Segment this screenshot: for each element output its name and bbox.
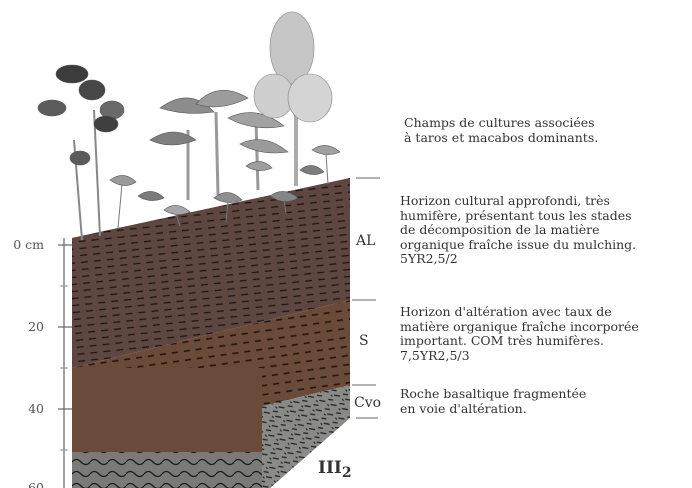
vegetation (37, 11, 341, 241)
horizon-label-s: S (359, 333, 369, 349)
papaya-tree-icon (37, 64, 125, 241)
banana-plant-icon (149, 90, 289, 200)
cvo-description: Roche basaltique fragmentée en voie d'al… (400, 386, 587, 416)
depth-tick-0: 0 cm (13, 237, 44, 252)
horizon-label-cvo: Cvo (354, 395, 382, 411)
depth-tick-40: 40 (28, 401, 44, 416)
s-description: Horizon d'altération avec taux de matièr… (400, 304, 639, 363)
al-horizon (72, 178, 350, 368)
profile-label: III2 (318, 458, 352, 481)
depth-tick-60: 60 (28, 480, 44, 488)
depth-axis (58, 238, 72, 488)
horizon-boundaries (352, 177, 380, 419)
depth-tick-20: 20 (28, 319, 44, 334)
al-description: Horizon cultural approfondi, très humifè… (400, 193, 637, 266)
horizon-label-al: AL (356, 233, 376, 249)
taro-plants-icon (109, 145, 341, 229)
cvo-horizon-front (72, 452, 262, 488)
vegetation-description: Champs de cultures associées à taros et … (404, 115, 599, 145)
tree-icon (253, 11, 333, 186)
s-horizon-front (72, 368, 262, 452)
